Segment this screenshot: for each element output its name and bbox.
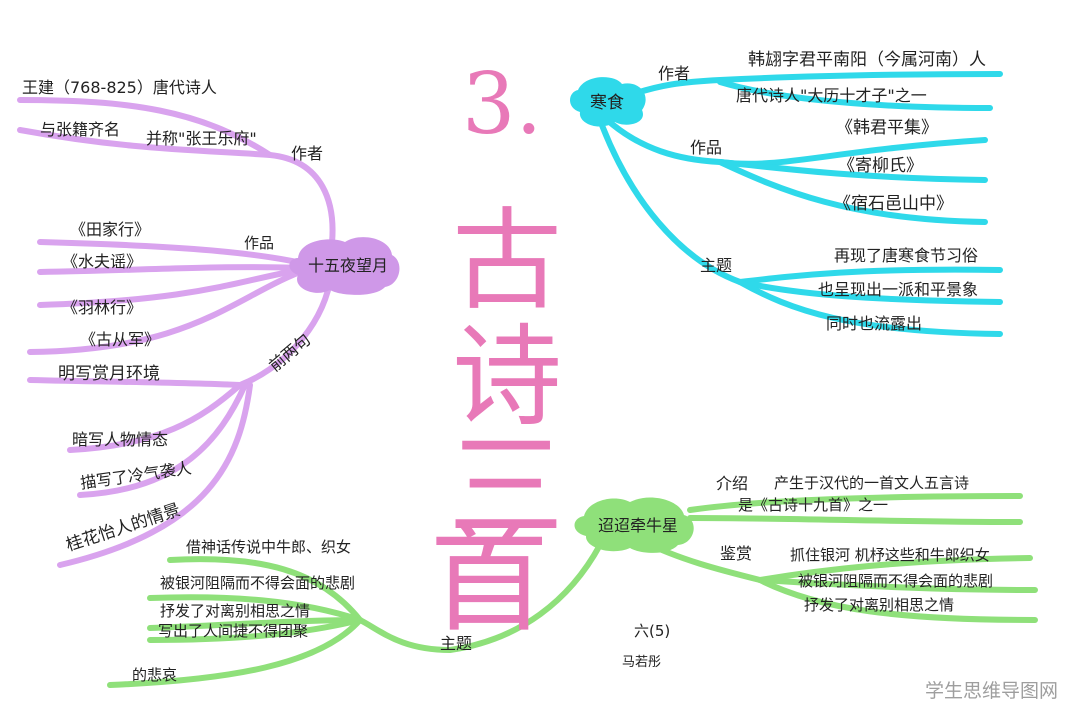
signature-name: 马若彤 [622, 655, 662, 670]
tiaotiao-appreciation-item: 被银河阻隔而不得会面的悲剧 [798, 572, 994, 590]
hanshi-works-item: 《寄柳氏》 [838, 156, 923, 176]
watermark: 学生思维导图网 [924, 680, 1058, 702]
shiwu-author-item: 王建（768-825）唐代诗人 [22, 78, 217, 97]
tiaotiao-theme-label: 主题 [440, 634, 473, 653]
title-char-2: 诗 [452, 313, 562, 441]
tiaotiao-intro-item: 是《古诗十九首》之一 [738, 496, 889, 514]
tiaotiao-appreciation-item: 抓住银河 机杼这些和牛郎织女 [790, 546, 990, 564]
tiaotiao-appreciation-label: 鉴赏 [720, 544, 753, 563]
tiaotiao-theme-item: 借神话传说中牛郎、织女 [186, 538, 352, 556]
hanshi-author-label: 作者 [658, 64, 691, 83]
tiaotiao-theme-item: 抒发了对离别相思之情 [160, 602, 311, 620]
title-char-1: 古 [452, 197, 562, 325]
hanshi-center: 寒食 [590, 93, 624, 113]
hanshi-theme-item: 也呈现出一派和平景象 [818, 280, 979, 299]
tiaotiao-theme-item: 被银河阻隔而不得会面的悲剧 [160, 574, 356, 592]
tiaotiao-appreciation-item: 抒发了对离别相思之情 [804, 596, 955, 614]
green-branches [107, 493, 1038, 688]
shiwu-works-item: 《羽林行》 [62, 298, 143, 317]
shiwu-author-label: 作者 [291, 144, 324, 163]
tiaotiao-intro-item: 产生于汉代的一首文人五言诗 [774, 474, 970, 492]
shiwu-works-item: 《田家行》 [70, 220, 151, 239]
hanshi-author-item: 韩翃字君平南阳（今属河南）人 [748, 50, 986, 70]
shiwu-front-item: 明写赏月环境 [58, 364, 160, 384]
tiaotiao-intro-label: 介绍 [716, 474, 749, 493]
hanshi-theme-item: 同时也流露出 [826, 314, 923, 333]
hanshi-theme-item: 再现了唐寒食节习俗 [834, 246, 979, 265]
shiwu-works-item: 《水夫谣》 [62, 252, 143, 271]
hanshi-theme-label: 主题 [700, 256, 733, 275]
signature-class: 六(5) [634, 622, 671, 640]
title-number: 3. [462, 55, 543, 153]
hanshi-works-label: 作品 [690, 138, 723, 157]
shiwu-works-item: 《古从军》 [80, 330, 161, 349]
hanshi-works-item: 《宿石邑山中》 [834, 194, 953, 214]
hanshi-blob [570, 77, 646, 127]
tiaotiao-blob [574, 497, 694, 553]
shiwu-author-item: 与张籍齐名 [40, 120, 121, 139]
hanshi-works-item: 《韩君平集》 [836, 118, 938, 138]
hanshi-author-item: 唐代诗人"大历十才子"之一 [736, 86, 927, 105]
shiwu-works-label: 作品 [244, 234, 275, 252]
shiwu-author-item: 并称"张王乐府" [146, 129, 257, 148]
cyan-branches [597, 71, 1003, 337]
tiaotiao-theme-item: 写出了人间捷不得团聚 [158, 622, 309, 640]
shiwu-center: 十五夜望月 [308, 256, 389, 275]
title-char-4: 首 [430, 510, 549, 648]
title-char-3: 三 [448, 420, 564, 555]
shiwu-blob [289, 237, 400, 295]
tiaotiao-theme-item: 的悲哀 [132, 666, 178, 684]
purple-branches [17, 97, 336, 568]
shiwu-front-item: 暗写人物情态 [72, 430, 169, 449]
tiaotiao-center: 迢迢牵牛星 [598, 516, 679, 535]
